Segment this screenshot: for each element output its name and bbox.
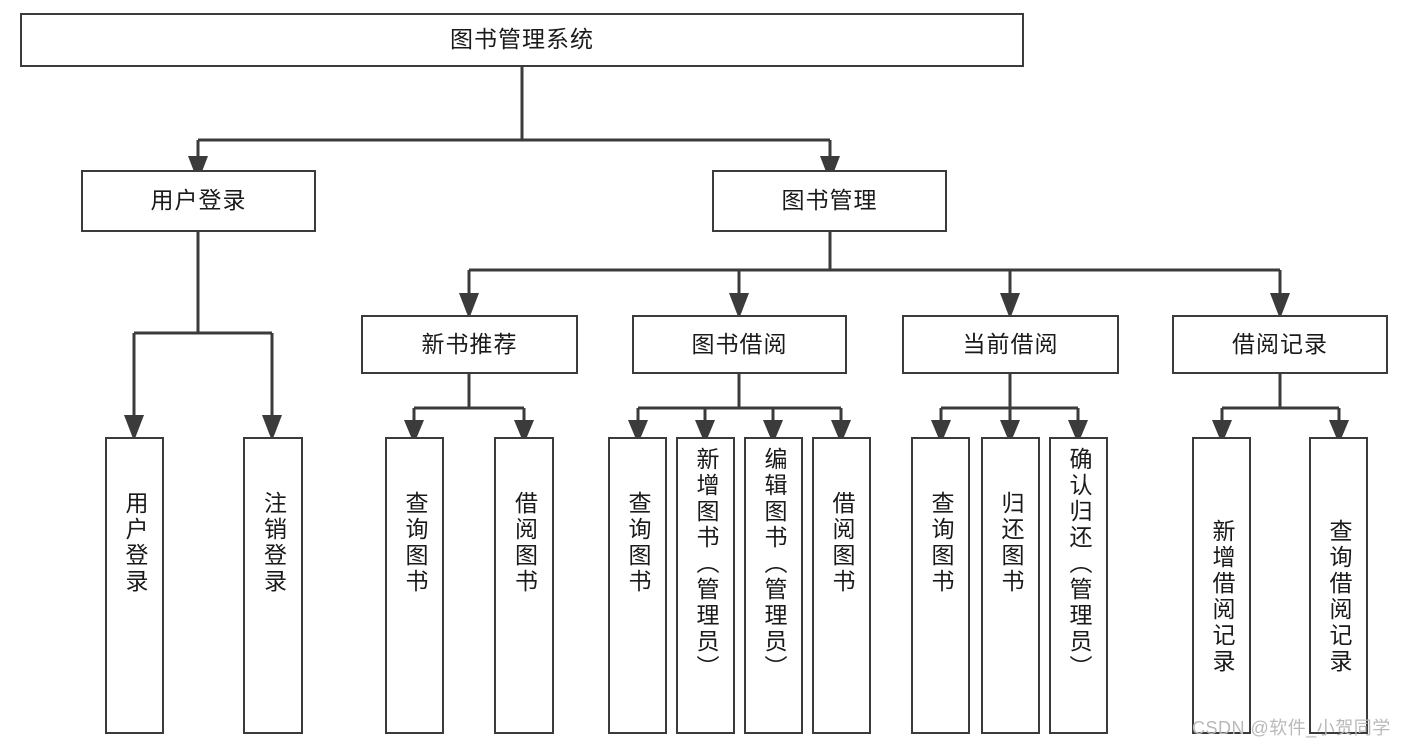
node-label: 新书推荐 [421, 330, 518, 357]
node-label: 新增图书（管理员） [693, 447, 719, 681]
node-leaf-user-login[interactable]: 用户登录 [105, 437, 164, 734]
node-label: 注销登录 [260, 491, 287, 595]
node-leaf-confirm-return-admin[interactable]: 确认归还（管理员） [1049, 437, 1108, 734]
node-borrow-record[interactable]: 借阅记录 [1172, 315, 1388, 374]
node-label: 借阅图书 [511, 491, 538, 595]
node-label: 当前借阅 [962, 330, 1059, 357]
node-leaf-borrow-book[interactable]: 借阅图书 [812, 437, 871, 734]
node-label: 用户登录 [122, 491, 148, 595]
node-label: 编辑图书（管理员） [761, 447, 787, 681]
node-label: 借阅图书 [829, 491, 855, 595]
node-leaf-return-book[interactable]: 归还图书 [981, 437, 1040, 734]
node-user-login[interactable]: 用户登录 [81, 170, 316, 232]
node-root-system[interactable]: 图书管理系统 [20, 13, 1024, 67]
node-leaf-edit-book-admin[interactable]: 编辑图书（管理员） [744, 437, 803, 734]
node-label: 归还图书 [998, 491, 1024, 595]
node-label: 查询图书 [928, 491, 954, 595]
node-leaf-query-book-borrow[interactable]: 查询图书 [608, 437, 667, 734]
node-label: 用户登录 [150, 187, 247, 214]
node-label: 借阅记录 [1232, 330, 1328, 357]
node-label: 查询图书 [402, 491, 428, 595]
node-label: 新增借阅记录 [1209, 519, 1235, 675]
node-label: 确认归还（管理员） [1066, 447, 1092, 681]
watermark-text: CSDN @软件_小贺同学 [1192, 718, 1391, 738]
node-book-management[interactable]: 图书管理 [712, 170, 947, 232]
node-leaf-add-book-admin[interactable]: 新增图书（管理员） [676, 437, 735, 734]
node-leaf-borrow-book-recommend[interactable]: 借阅图书 [494, 437, 554, 734]
node-label: 图书管理系统 [450, 26, 594, 53]
node-label: 图书借阅 [691, 330, 788, 357]
node-label: 图书管理 [781, 187, 878, 214]
node-label: 查询借阅记录 [1326, 519, 1352, 675]
node-leaf-query-book-current[interactable]: 查询图书 [911, 437, 970, 734]
node-leaf-logout-login[interactable]: 注销登录 [243, 437, 303, 734]
node-leaf-query-borrow-record[interactable]: 查询借阅记录 [1309, 437, 1368, 734]
node-leaf-query-book-recommend[interactable]: 查询图书 [385, 437, 444, 734]
node-leaf-add-borrow-record[interactable]: 新增借阅记录 [1192, 437, 1251, 734]
node-current-borrow[interactable]: 当前借阅 [902, 315, 1119, 374]
node-label: 查询图书 [625, 491, 651, 595]
node-book-borrow[interactable]: 图书借阅 [632, 315, 847, 374]
node-new-book-recommend[interactable]: 新书推荐 [361, 315, 578, 374]
